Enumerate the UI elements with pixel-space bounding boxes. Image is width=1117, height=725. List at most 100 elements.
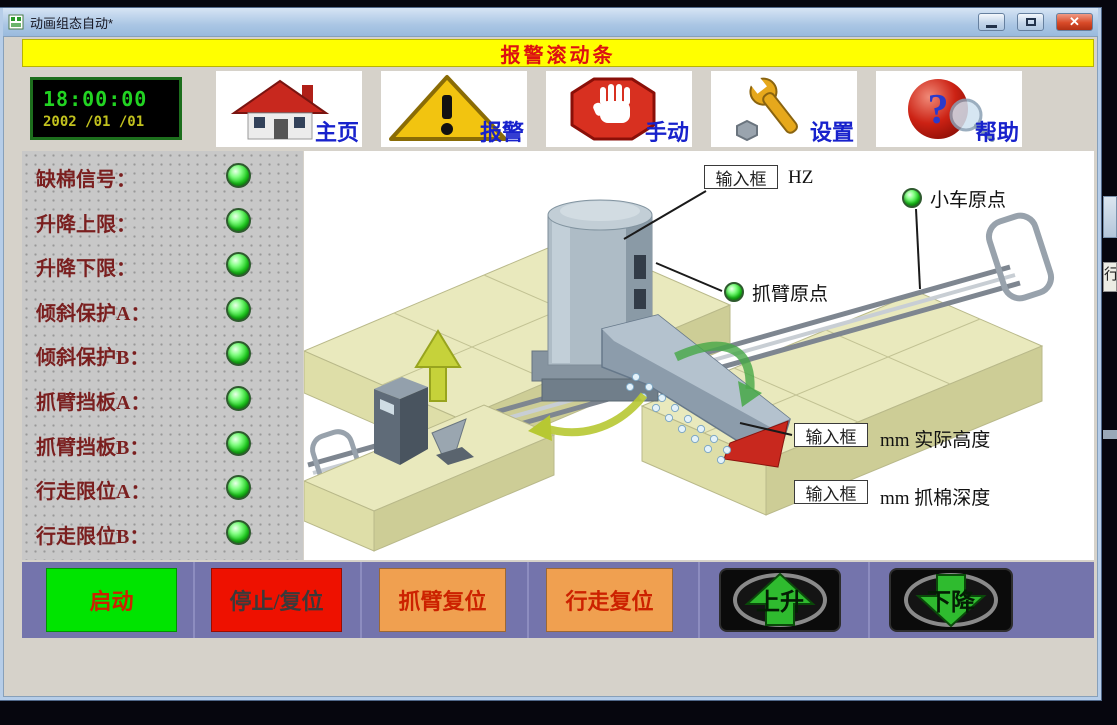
hand-stop-icon (570, 77, 656, 141)
status-label: 抓臂挡板B： (36, 436, 150, 459)
close-icon: ✕ (1069, 14, 1080, 29)
manual-button[interactable]: 手动 (546, 71, 692, 147)
status-label: 倾斜保护A： (36, 302, 151, 325)
travel-reset-button[interactable]: 行走复位 (546, 568, 673, 632)
fragment-text: 行 (1104, 267, 1116, 283)
status-label: 抓臂挡板A： (36, 391, 151, 414)
actual-height-unit-label: mm 实际高度 (880, 430, 991, 451)
status-led-lift-upper (226, 207, 251, 233)
status-row: 缺棉信号： (22, 156, 303, 201)
alarm-warning-icon (389, 75, 507, 141)
start-button[interactable]: 启动 (46, 568, 177, 632)
status-led-travel-limit-b (226, 519, 251, 545)
status-led-arm-baffle-b (226, 430, 251, 456)
status-led-arm-baffle-a (226, 385, 251, 411)
arm-reset-button[interactable]: 抓臂复位 (379, 568, 506, 632)
arm-origin-label: 抓臂原点 (752, 284, 829, 305)
window-title: 动画组态自动* (30, 15, 114, 31)
status-label: 升降上限： (36, 213, 136, 236)
arrow-up-icon (733, 572, 827, 627)
home-label: 主页 (314, 120, 359, 145)
frequency-unit-label: HZ (788, 167, 814, 188)
home-button[interactable]: 主页 (216, 71, 362, 147)
alarm-button[interactable]: 报警 (381, 71, 527, 147)
help-label: 帮助 (974, 120, 1019, 145)
bar-separator (193, 562, 195, 638)
toolbar: 18:00:00 2002 /01 /01 主页 (22, 70, 1094, 149)
actual-height-input-text: 输入框 (805, 427, 857, 447)
maximize-icon (1025, 18, 1036, 26)
help-button[interactable]: ? 帮助 (876, 71, 1022, 147)
home-icon (230, 79, 330, 140)
status-row: 倾斜保护A： (22, 290, 303, 335)
minimize-button[interactable] (978, 13, 1005, 31)
bar-separator (360, 562, 362, 638)
frequency-input[interactable]: 输入框 (704, 165, 778, 189)
bar-separator (868, 562, 870, 638)
stop-reset-button[interactable]: 停止/复位 (211, 568, 342, 632)
up-button[interactable]: 上升 (719, 568, 841, 632)
up-label: 上升 (756, 589, 804, 616)
bar-separator (698, 562, 700, 638)
lift-arrow (414, 329, 462, 402)
actual-height-input[interactable]: 输入框 (794, 423, 868, 447)
client-area: 报警滚动条 18:00:00 2002 /01 /01 主页 (3, 36, 1098, 697)
question-help-icon: ? (908, 79, 995, 142)
background-window-fragment (1103, 196, 1117, 238)
settings-label: 设置 (809, 120, 854, 145)
settings-button[interactable]: 设置 (711, 71, 857, 147)
grab-depth-unit-label: mm 抓棉深度 (880, 488, 991, 509)
machine-diagram-area: 输入框 HZ 小车原点 抓臂原点 输入框 mm 实际高度 输入框 mm 抓棉深度 (304, 151, 1094, 560)
status-label: 缺棉信号： (36, 169, 136, 191)
wrench-icon (736, 75, 798, 142)
status-led-cotton-shortage (226, 163, 251, 188)
close-button[interactable]: ✕ (1056, 13, 1093, 31)
control-bar: 启动 停止/复位 抓臂复位 行走复位 上升 (22, 562, 1094, 638)
status-led-tilt-b (226, 341, 251, 367)
app-icon (8, 14, 24, 30)
rail-end-bracket-right (985, 212, 1055, 302)
control-cabinet (374, 377, 428, 465)
status-row: 行走限位B： (22, 513, 303, 558)
arrow-down-icon (904, 573, 998, 628)
down-label: 下降 (927, 589, 975, 616)
grab-depth-input[interactable]: 输入框 (794, 480, 868, 504)
stop-reset-label: 停止/复位 (229, 589, 324, 614)
titlebar[interactable]: 动画组态自动* ✕ (3, 8, 1098, 36)
status-row: 抓臂挡板B： (22, 424, 303, 469)
status-label: 行走限位A： (36, 481, 151, 504)
window-controls: ✕ (978, 13, 1093, 31)
grab-depth-input-text: 输入框 (805, 484, 857, 504)
down-button[interactable]: 下降 (889, 568, 1013, 632)
status-label: 行走限位B： (36, 525, 150, 548)
status-led-tilt-a (226, 296, 251, 322)
clock-time: 18:00:00 (43, 87, 148, 111)
status-row: 倾斜保护B： (22, 334, 303, 379)
alarm-banner: 报警滚动条 (22, 39, 1094, 67)
maximize-button[interactable] (1017, 13, 1044, 31)
cart-origin-label: 小车原点 (930, 190, 1007, 211)
status-row: 升降下限： (22, 245, 303, 290)
clock-display: 18:00:00 2002 /01 /01 (30, 77, 182, 140)
status-led-travel-limit-a (226, 475, 251, 501)
status-panel: 缺棉信号： 升降上限： 升降下限： 倾斜保护A： 倾斜保护B： 抓臂挡板A： (22, 151, 303, 560)
alarm-banner-text: 报警滚动条 (500, 44, 616, 67)
frequency-input-text: 输入框 (715, 169, 767, 189)
status-led-lift-lower (226, 252, 251, 278)
status-row: 抓臂挡板A： (22, 379, 303, 424)
alarm-label: 报警 (479, 120, 524, 145)
minimize-icon (986, 25, 997, 28)
arm-reset-label: 抓臂复位 (398, 589, 487, 614)
app-window: 动画组态自动* ✕ 报警滚动条 18:00:00 2002 /01 /01 (0, 8, 1101, 700)
clock-date: 2002 /01 /01 (43, 114, 145, 130)
start-label: 启动 (89, 589, 134, 614)
svg-text:?: ? (928, 87, 949, 133)
background-window-text-fragment: 行 (1103, 262, 1117, 292)
travel-reset-label: 行走复位 (565, 589, 654, 614)
status-label: 倾斜保护B： (36, 347, 150, 370)
machine-illustration (304, 190, 1055, 552)
cart-origin-led (902, 188, 922, 208)
status-label: 升降下限： (36, 258, 136, 281)
arm-origin-led (724, 282, 744, 302)
manual-label: 手动 (644, 120, 689, 145)
